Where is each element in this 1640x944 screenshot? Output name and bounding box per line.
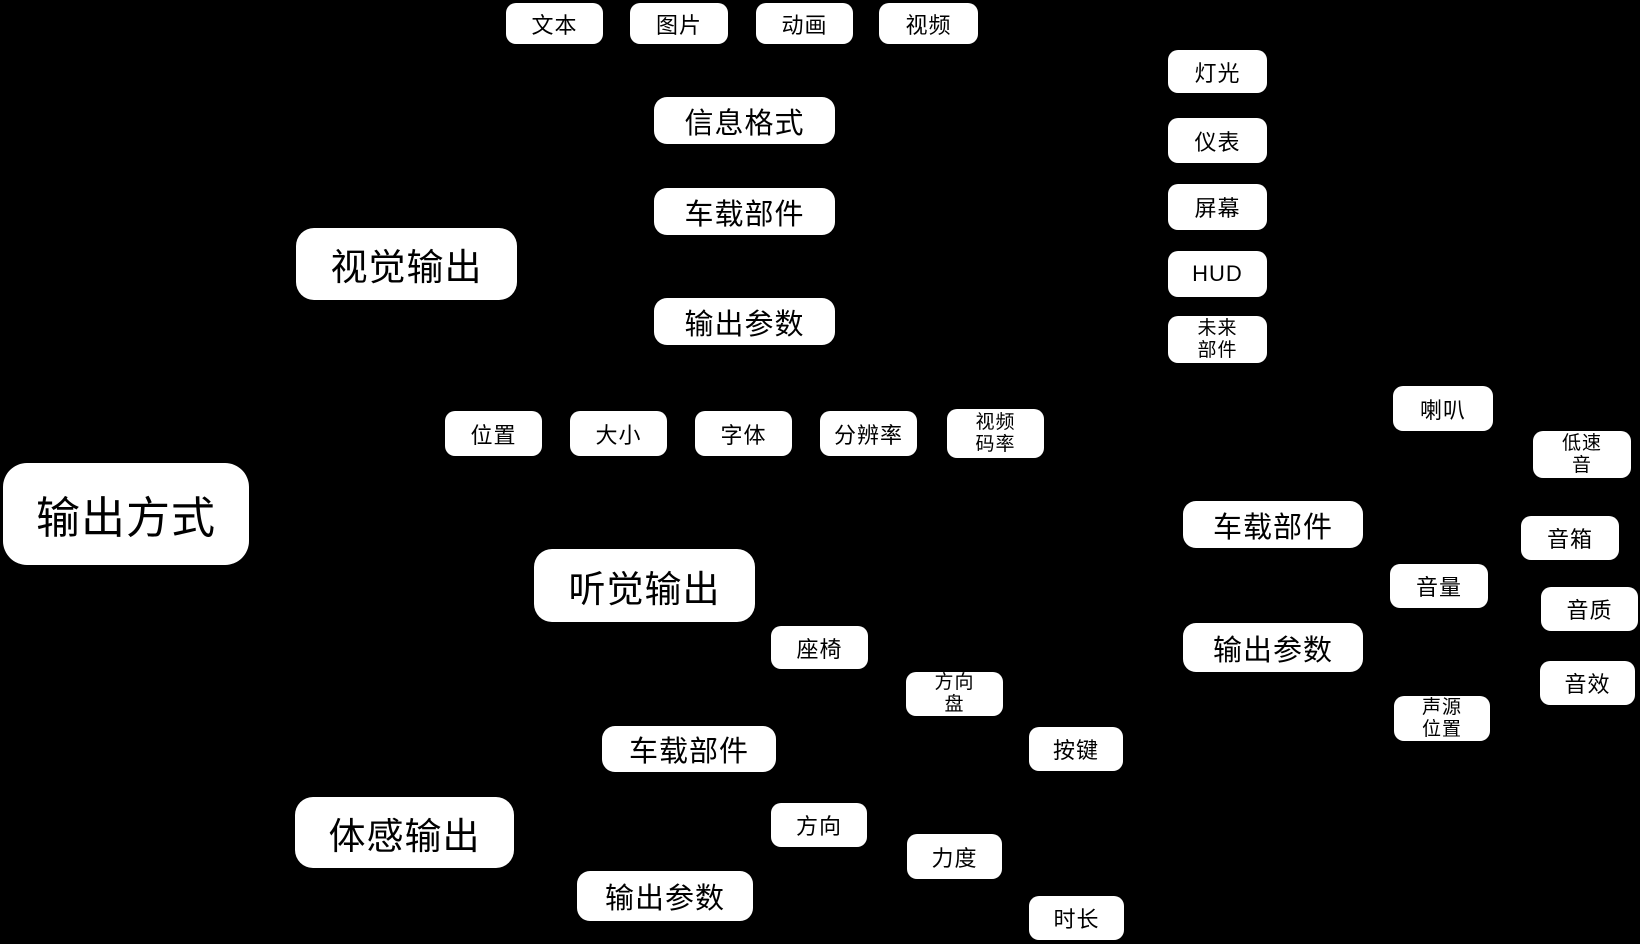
- node-output-params-somatosensory[interactable]: 输出参数: [577, 871, 753, 921]
- node-font[interactable]: 字体: [695, 411, 792, 456]
- node-low-speed-sound[interactable]: 低速 音: [1533, 431, 1631, 478]
- node-vehicle-components-somatosensory[interactable]: 车载部件: [602, 726, 776, 772]
- node-position[interactable]: 位置: [445, 411, 542, 456]
- node-info-format[interactable]: 信息格式: [654, 97, 835, 144]
- node-sound-source-position[interactable]: 声源 位置: [1394, 696, 1490, 741]
- node-output-method[interactable]: 输出方式: [3, 463, 249, 565]
- node-animation[interactable]: 动画: [756, 3, 853, 44]
- node-hud[interactable]: HUD: [1168, 251, 1267, 297]
- node-volume[interactable]: 音量: [1390, 564, 1488, 608]
- node-video[interactable]: 视频: [879, 3, 978, 44]
- node-button[interactable]: 按键: [1029, 727, 1123, 771]
- node-output-params-visual[interactable]: 输出参数: [654, 298, 835, 345]
- node-vehicle-components-visual[interactable]: 车载部件: [654, 188, 835, 235]
- node-resolution[interactable]: 分辨率: [820, 411, 917, 456]
- node-video-bitrate[interactable]: 视频 码率: [947, 409, 1044, 458]
- node-visual-output[interactable]: 视觉输出: [296, 228, 517, 300]
- node-duration[interactable]: 时长: [1029, 896, 1124, 940]
- node-direction[interactable]: 方向: [771, 803, 867, 847]
- node-vehicle-components-auditory[interactable]: 车载部件: [1183, 501, 1363, 548]
- node-horn[interactable]: 喇叭: [1393, 386, 1493, 431]
- node-auditory-output[interactable]: 听觉输出: [534, 549, 755, 622]
- node-text[interactable]: 文本: [506, 3, 603, 44]
- node-size[interactable]: 大小: [570, 411, 667, 456]
- node-force[interactable]: 力度: [907, 834, 1002, 879]
- node-future-components[interactable]: 未来 部件: [1168, 316, 1267, 363]
- node-speaker-box[interactable]: 音箱: [1521, 516, 1619, 560]
- node-sound-quality[interactable]: 音质: [1541, 587, 1638, 631]
- node-light[interactable]: 灯光: [1168, 50, 1267, 93]
- node-instrument-cluster[interactable]: 仪表: [1168, 118, 1267, 163]
- node-image[interactable]: 图片: [630, 3, 728, 44]
- node-somatosensory-output[interactable]: 体感输出: [295, 797, 514, 868]
- node-screen[interactable]: 屏幕: [1168, 184, 1267, 230]
- node-steering-wheel[interactable]: 方向 盘: [906, 672, 1003, 716]
- node-sound-effect[interactable]: 音效: [1540, 661, 1635, 705]
- node-output-params-auditory[interactable]: 输出参数: [1183, 623, 1363, 672]
- node-seat[interactable]: 座椅: [771, 626, 868, 669]
